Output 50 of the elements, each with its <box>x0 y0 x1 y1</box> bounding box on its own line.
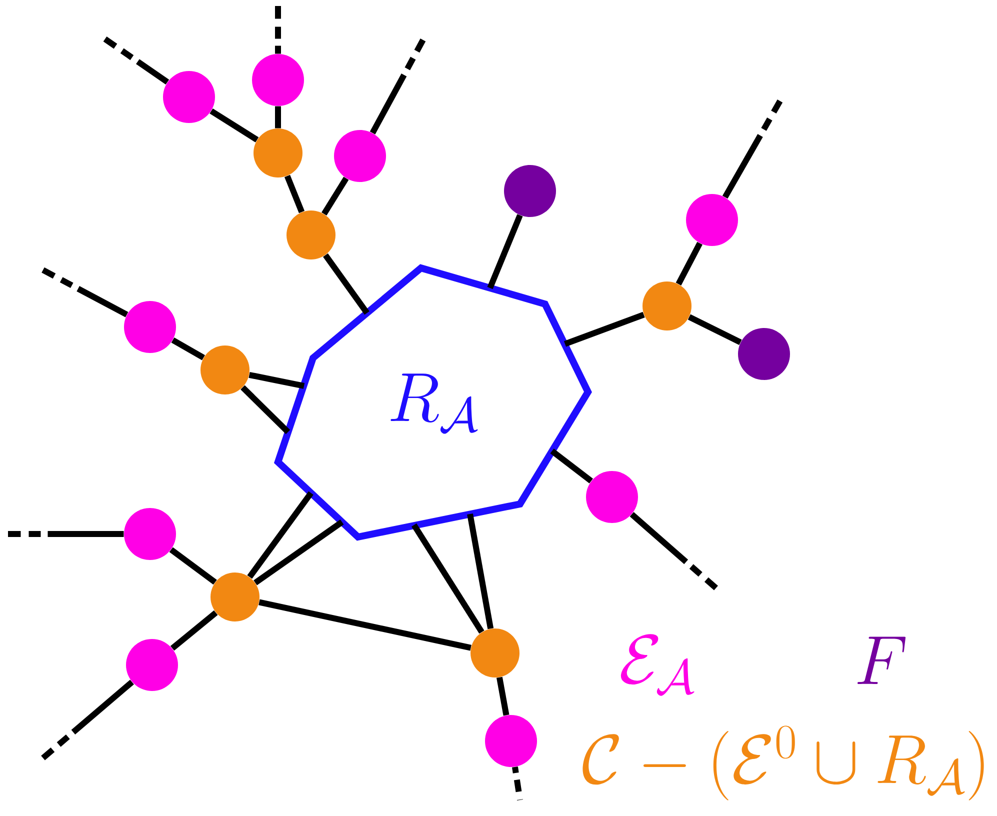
vertex-dot <box>586 471 638 523</box>
vertex-dot <box>504 165 556 217</box>
edge-line <box>411 523 484 634</box>
edge-line <box>240 385 290 434</box>
edge-line <box>496 676 510 716</box>
vertex-dot <box>254 128 302 178</box>
vertex-dot <box>738 328 790 380</box>
vertex-dot <box>686 194 738 246</box>
edge-line <box>41 680 134 760</box>
edge-line <box>630 512 718 590</box>
vertex-dot <box>642 282 692 330</box>
legend-label: $\mathcal{E}_{\mathcal{A}}$ <box>620 634 694 696</box>
edge-line <box>254 520 344 586</box>
edge-line <box>248 372 305 389</box>
edge-line <box>275 106 281 128</box>
vertex-dot <box>124 301 176 353</box>
edge-line <box>169 547 217 585</box>
vertex-dot <box>286 210 336 260</box>
edge-line <box>370 38 426 134</box>
edge-line <box>171 337 205 360</box>
edge-line <box>42 267 128 318</box>
vertex-dot <box>210 572 260 622</box>
edge-line <box>170 610 218 651</box>
edge-line <box>323 253 370 315</box>
edge-line <box>247 491 314 579</box>
edge-line <box>322 176 349 216</box>
vertex-dot <box>485 715 537 767</box>
vertex-dot <box>124 508 176 560</box>
vertex-dot <box>470 628 520 678</box>
vertex-dot <box>163 71 215 123</box>
edge-line <box>467 513 494 630</box>
edge-line <box>722 100 783 199</box>
edge-line <box>550 448 593 484</box>
edge-line <box>284 174 305 214</box>
edge-line <box>487 214 523 290</box>
edge-line <box>103 36 170 85</box>
edge-line <box>564 312 645 347</box>
edge-line <box>688 314 742 346</box>
vertex-dot <box>200 346 250 394</box>
edge-line <box>258 599 472 651</box>
edge-line <box>512 766 523 800</box>
legend-label: $F$ <box>858 636 906 684</box>
edge-line <box>275 6 281 54</box>
edge-line <box>676 242 702 286</box>
edge-line <box>210 108 259 142</box>
legend-label: $\mathcal{C}-\big(\mathcal{E}^{0}\cup R_{\mathcal{A}}\big)$ <box>582 726 984 800</box>
vertex-dot <box>252 54 304 106</box>
vertex-dot <box>334 130 386 182</box>
edge-line <box>8 531 124 537</box>
vertex-dot <box>126 639 178 691</box>
